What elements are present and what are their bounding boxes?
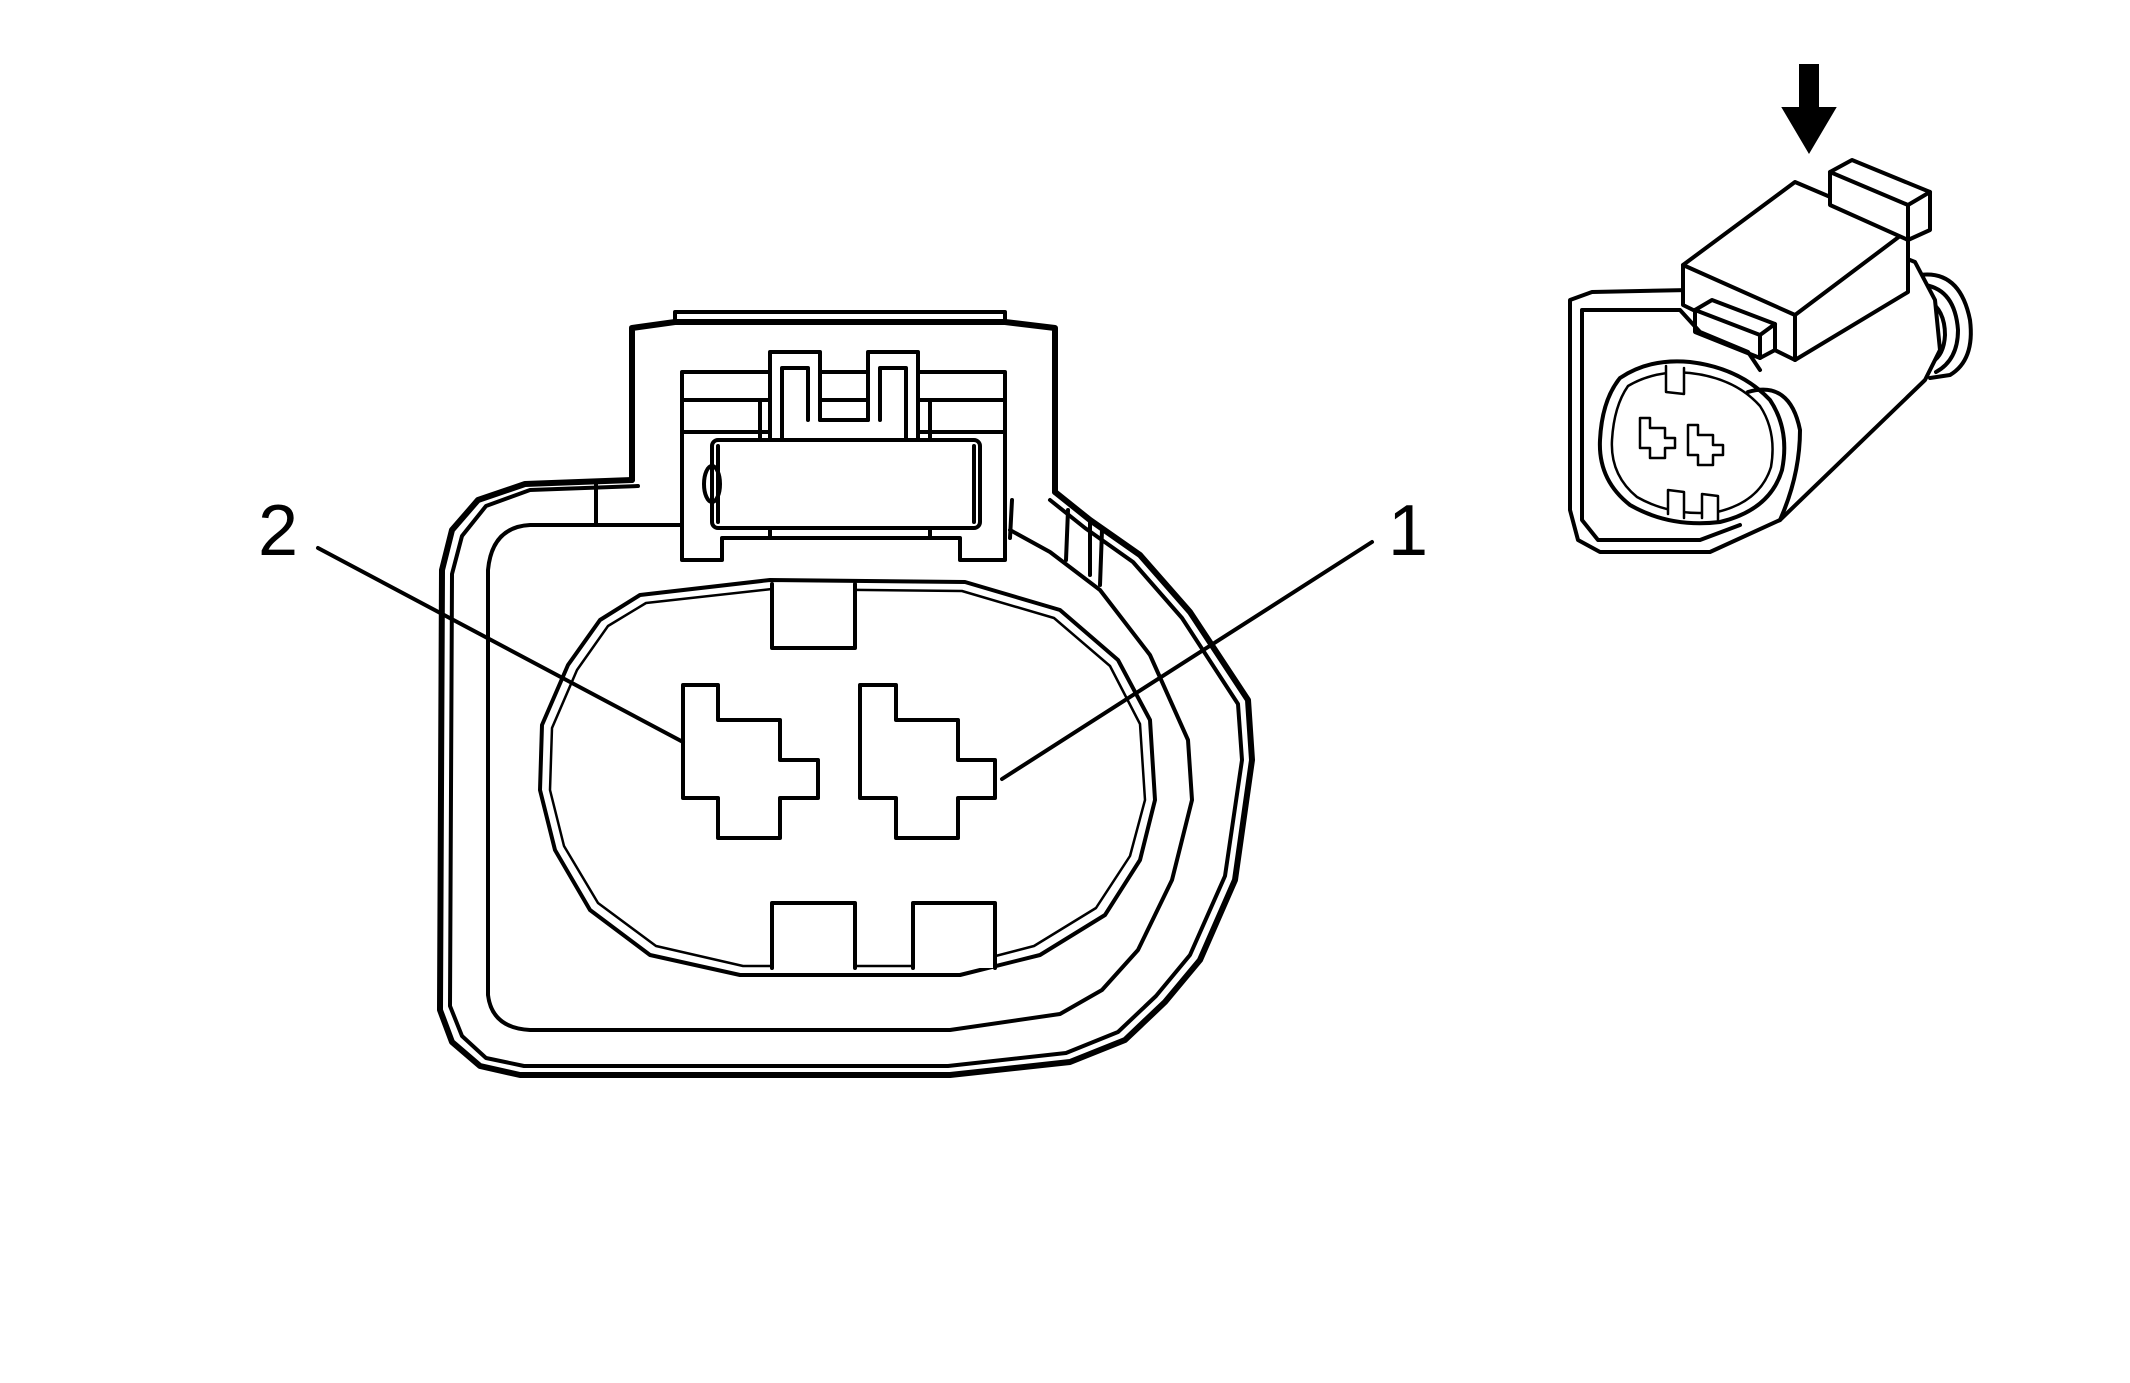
connector-perspective-icon	[1568, 64, 1973, 554]
latch-tower-left-inner	[780, 366, 810, 442]
latch-housing-outer	[629, 319, 1058, 495]
pin-label-1: 1	[1388, 491, 1428, 571]
latch-lever	[710, 438, 982, 530]
shoulder-rib-2	[1064, 508, 1070, 562]
latch-housing-top-rim	[673, 310, 1007, 324]
perspective-side-curve	[1746, 387, 1802, 522]
perspective-oval-cavity-inner	[1610, 371, 1774, 515]
rear-collar-ring-1	[1923, 283, 1960, 374]
perspective-latch-block-edge	[1681, 228, 1910, 362]
latch-vertical-left	[758, 398, 932, 442]
perspective-terminal-1	[1686, 423, 1725, 467]
terminal-2	[681, 683, 820, 840]
top-key	[770, 582, 857, 650]
shoulder-rib-4	[1098, 528, 1104, 587]
leader-line-pin-1	[1000, 540, 1374, 781]
perspective-latch-clip	[1693, 298, 1777, 360]
perspective-latch-clip-edge	[1693, 308, 1777, 360]
perspective-latch-tab	[1828, 158, 1932, 242]
perspective-bottom-key-left	[1666, 488, 1686, 520]
mating-cavity-outer	[538, 578, 1157, 977]
latch-lever-bottom	[768, 526, 932, 540]
latch-tower-right-inner	[878, 366, 908, 442]
outer-shell-inner-contour	[448, 484, 1244, 1068]
shoulder-rib-1	[1008, 498, 1014, 540]
inner-frame	[486, 523, 1194, 1032]
perspective-terminal-2	[1638, 416, 1677, 460]
terminal-1	[858, 683, 997, 840]
latch-lever-end	[702, 464, 722, 504]
bottom-key-left	[770, 901, 857, 970]
perspective-latch-tab-edge	[1828, 170, 1932, 242]
perspective-front-frame	[1580, 308, 1762, 542]
arrow-down-icon	[1781, 64, 1837, 154]
perspective-top-key	[1664, 364, 1686, 396]
connector-face-icon	[437, 310, 1255, 1078]
outer-shell	[437, 477, 1255, 1078]
bottom-key-right	[911, 901, 997, 970]
leader-line-pin-2	[316, 546, 685, 744]
perspective-bottom-key-right	[1700, 492, 1720, 522]
pin-label-2: 2	[258, 491, 298, 571]
pin-callouts: 2 1	[258, 491, 1428, 781]
